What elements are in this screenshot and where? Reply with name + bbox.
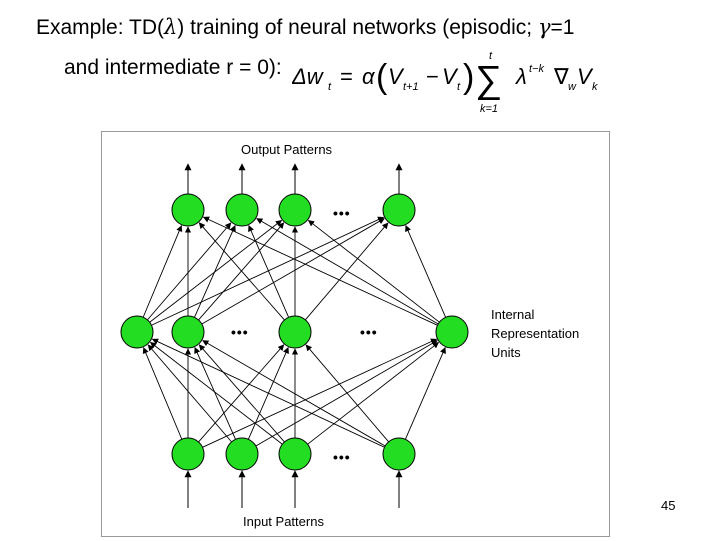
hidden-output-connection <box>202 216 438 326</box>
title-line-2: and intermediate r = 0): <box>64 56 282 79</box>
formula-paren-close: ) <box>463 58 474 96</box>
formula-lambda-exp: t−k <box>529 63 544 75</box>
formula-lhs-sub: t <box>328 81 332 93</box>
output-ellipsis: ••• <box>333 205 351 221</box>
hidden-label-line-3: Units <box>491 345 521 360</box>
input-node <box>171 437 205 471</box>
input-patterns-label: Input Patterns <box>243 514 324 529</box>
output-node <box>171 193 205 227</box>
hidden-output-connection <box>307 220 440 323</box>
input-hidden-connection <box>202 340 386 447</box>
formula-lhs: Δw <box>292 64 325 89</box>
input-node <box>225 437 259 471</box>
lambda-symbol: λ <box>163 15 178 39</box>
formula-v-k-sub: k <box>592 81 598 93</box>
input-node <box>382 437 416 471</box>
hidden-ellipsis-left: ••• <box>231 324 249 340</box>
input-node <box>278 437 312 471</box>
hidden-node <box>120 315 154 349</box>
input-ellipsis: ••• <box>333 449 351 465</box>
hidden-label-line-2: Representation <box>491 326 579 341</box>
hidden-output-connection <box>198 222 285 321</box>
formula-sum-lower: k=1 <box>480 103 498 115</box>
hidden-output-connection <box>256 218 439 325</box>
output-node <box>225 193 259 227</box>
input-hidden-connection <box>198 344 285 443</box>
hidden-output-connection <box>147 222 232 321</box>
formula-nabla-sub: w <box>568 81 577 93</box>
page-number: 45 <box>661 498 676 513</box>
hidden-output-connection <box>149 220 283 323</box>
hidden-output-connection <box>198 222 285 321</box>
input-hidden-connection <box>151 338 385 448</box>
neural-network-figure: Output Patterns Input Patterns Internal … <box>101 131 610 537</box>
input-hidden-connection <box>404 347 446 440</box>
formula-v-cur: V <box>442 64 459 89</box>
input-hidden-connection <box>142 347 183 440</box>
output-node <box>278 193 312 227</box>
td-lambda-formula: Δw t = α ( V t+1 − V t ) ∑ t k=1 λ t−k ∇… <box>292 50 598 115</box>
input-hidden-connection <box>307 342 440 445</box>
hidden-node <box>278 315 312 349</box>
formula-sum-upper: t <box>489 50 493 62</box>
formula-v-next: V <box>388 64 405 89</box>
formula-v-cur-sub: t <box>457 81 461 93</box>
formula-lambda: λ <box>515 64 527 89</box>
input-hidden-connection <box>198 344 285 443</box>
formula-paren-open: ( <box>376 58 388 96</box>
hidden-output-connection <box>142 225 183 318</box>
hidden-output-connection <box>201 218 385 325</box>
formula-nabla: ∇ <box>553 64 569 89</box>
output-patterns-label: Output Patterns <box>241 142 333 157</box>
input-hidden-connection <box>202 338 438 448</box>
formula-minus: − <box>426 64 439 89</box>
formula-v-k: V <box>577 64 594 89</box>
gamma-symbol: γ <box>537 15 551 39</box>
formula-v-next-sub: t+1 <box>403 81 419 93</box>
hidden-output-connection <box>151 216 385 326</box>
input-hidden-connection <box>149 342 283 445</box>
hidden-output-connection <box>405 225 447 318</box>
hidden-output-connection <box>305 222 389 321</box>
output-node <box>382 193 416 227</box>
network-diagram: Output Patterns Input Patterns Internal … <box>120 142 579 529</box>
formula-equals: = <box>340 64 353 89</box>
hidden-node <box>435 315 469 349</box>
hidden-node <box>171 315 205 349</box>
hidden-output-connection <box>194 224 236 318</box>
input-hidden-connection <box>305 344 389 443</box>
formula-sum: ∑ <box>475 59 502 101</box>
input-hidden-connection <box>255 340 438 447</box>
formula-alpha: α <box>362 64 376 89</box>
input-hidden-connection <box>147 344 232 443</box>
input-hidden-connection <box>194 346 236 440</box>
hidden-ellipsis-right: ••• <box>360 324 378 340</box>
title-line-1: Example: TD(λ) training of neural networ… <box>36 15 575 39</box>
hidden-label-line-1: Internal <box>491 307 534 322</box>
